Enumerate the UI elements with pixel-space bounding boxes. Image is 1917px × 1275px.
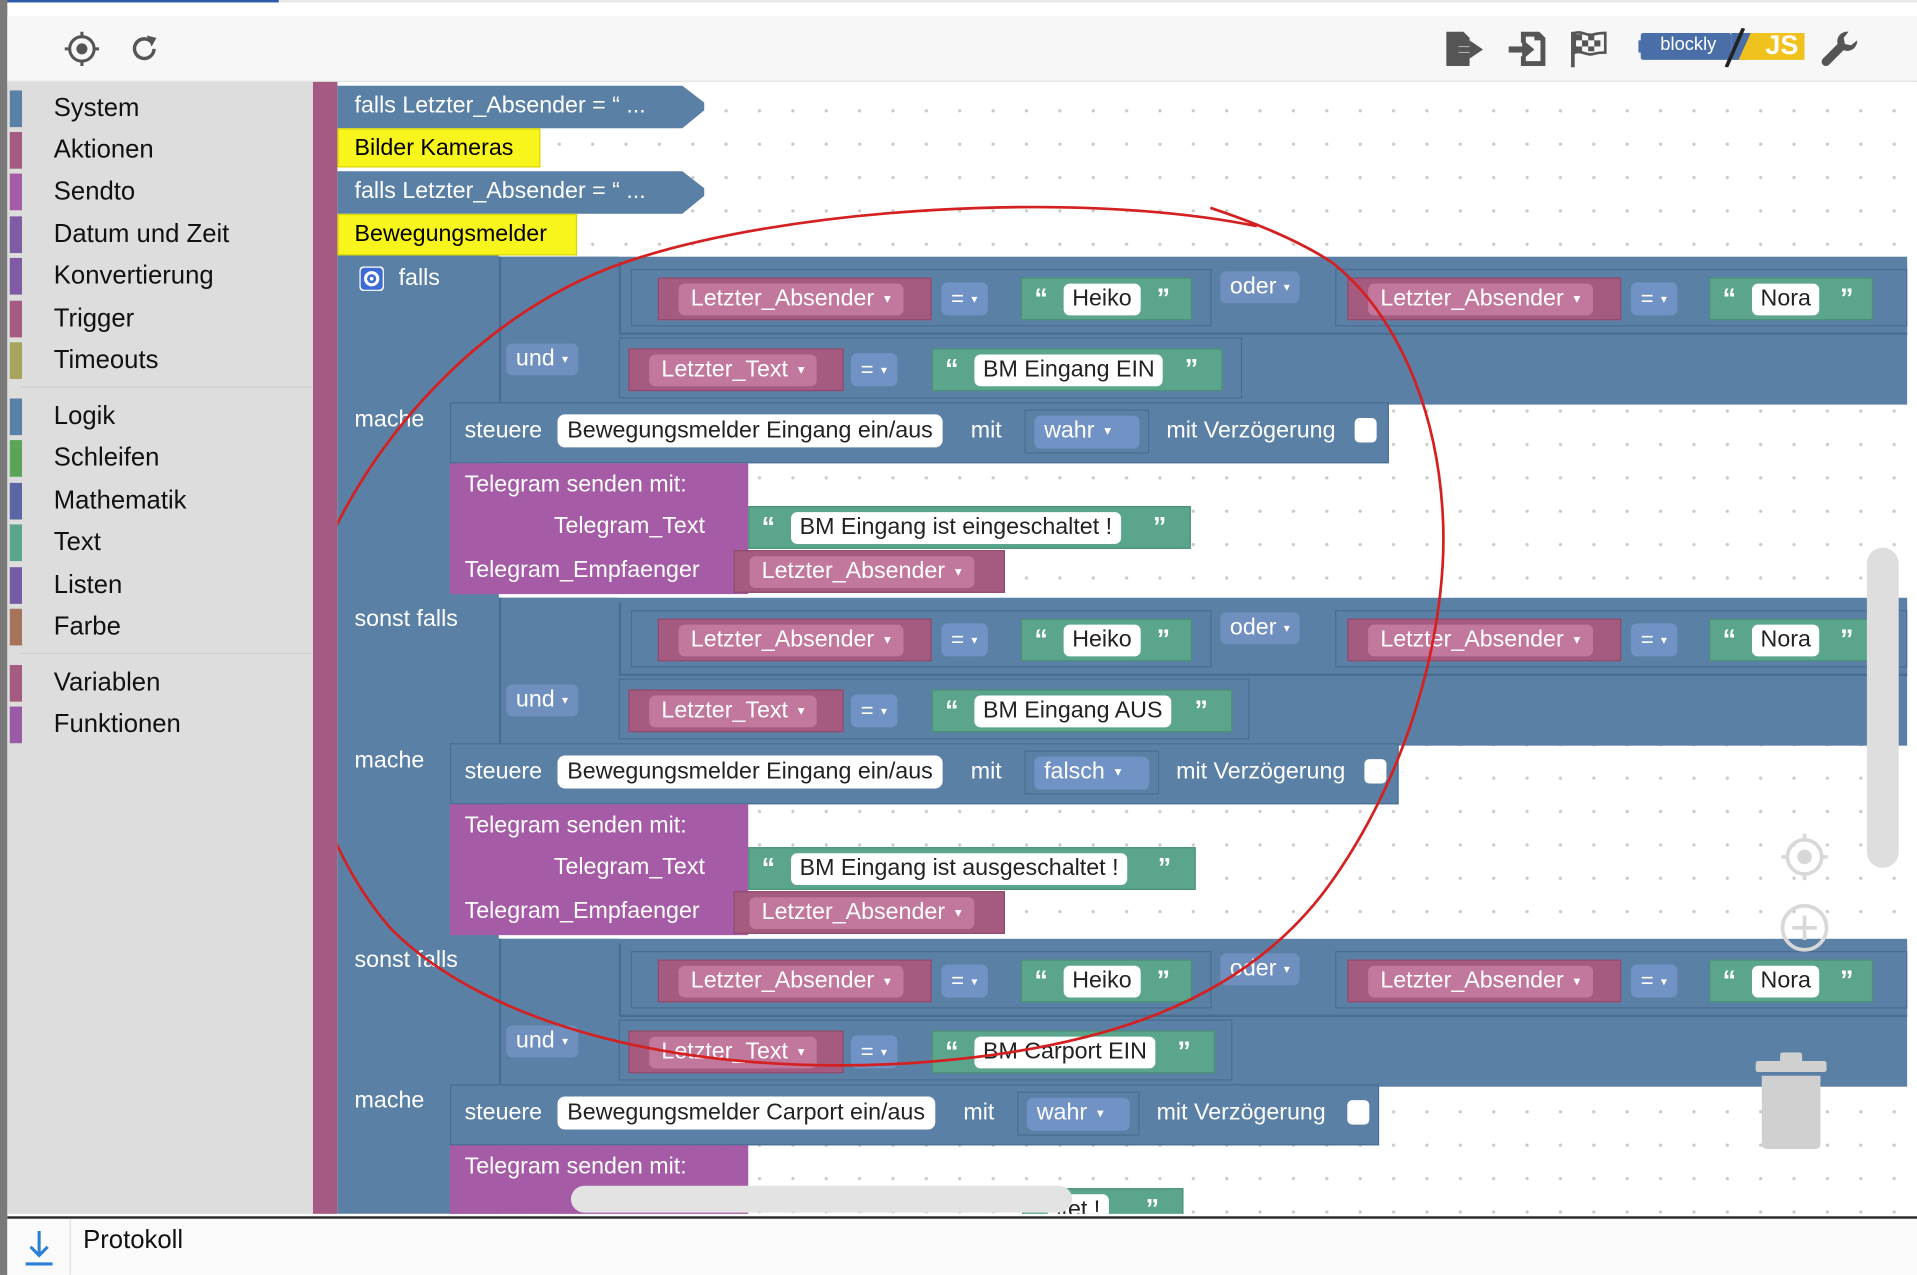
download-arrow-icon[interactable] [7, 1218, 71, 1275]
equals-dropdown[interactable]: =▾ [850, 694, 897, 728]
trash-can-icon[interactable] [1753, 1049, 1829, 1152]
log-panel-label: Protokoll [83, 1226, 184, 1255]
refresh-icon[interactable] [123, 28, 165, 70]
top-accent-line [0, 0, 1917, 3]
string-nora[interactable]: “Nora” [1709, 959, 1874, 1003]
equals-dropdown[interactable]: =▾ [941, 282, 988, 316]
blockly-js-toggle[interactable]: blockly JS [1638, 27, 1805, 68]
or-dropdown[interactable]: oder▾ [1220, 953, 1300, 986]
category-funktionen[interactable]: Funktionen [7, 704, 313, 746]
left-edge-bar [0, 0, 8, 1275]
checkered-flag-icon[interactable] [1567, 28, 1609, 70]
delay-checkbox[interactable] [1354, 418, 1377, 443]
toolbox-flyout-edge [312, 81, 338, 1214]
category-timeouts[interactable]: Timeouts [7, 340, 313, 382]
state-dropdown[interactable]: falsch▾ [1034, 756, 1150, 790]
category-variablen[interactable]: Variablen [7, 663, 313, 705]
variable-letzter-text[interactable]: Letzter_Text▾ [628, 348, 844, 392]
string-nora[interactable]: “Nora” [1709, 277, 1874, 321]
category-schleifen[interactable]: Schleifen [7, 438, 313, 480]
equals-dropdown[interactable]: =▾ [941, 623, 988, 657]
string-text-value[interactable]: “BM Carport EIN” [931, 1030, 1216, 1074]
category-aktionen[interactable]: Aktionen [7, 130, 313, 172]
log-panel-bar[interactable]: Protokoll [7, 1216, 1917, 1275]
crosshair-icon[interactable] [61, 28, 103, 70]
equals-dropdown[interactable]: =▾ [1630, 282, 1677, 316]
string-text-value[interactable]: “BM Eingang AUS” [931, 689, 1233, 733]
or-dropdown[interactable]: oder▾ [1220, 612, 1300, 645]
string-heiko[interactable]: “Heiko” [1020, 959, 1193, 1003]
category-listen[interactable]: Listen [7, 565, 313, 607]
equals-dropdown[interactable]: =▾ [850, 353, 897, 387]
category-konvertierung[interactable]: Konvertierung [7, 255, 313, 297]
and-dropdown[interactable]: und▾ [506, 684, 578, 717]
blockly-workspace[interactable]: falls Letzter_Absender = “ ... Bilder Ka… [337, 81, 1908, 1214]
category-farbe[interactable]: Farbe [7, 606, 313, 648]
wrench-icon[interactable] [1819, 28, 1861, 70]
red-annotation-circle [337, 205, 1445, 1067]
device-field[interactable]: Bewegungsmelder Eingang ein/aus [557, 755, 943, 789]
category-trigger[interactable]: Trigger [7, 298, 313, 340]
variable-letzter-absender[interactable]: Letzter_Absender▾ [1347, 277, 1622, 321]
variable-letzter-absender[interactable]: Letzter_Absender▾ [657, 618, 932, 662]
category-mathematik[interactable]: Mathematik [7, 480, 313, 522]
device-field[interactable]: Bewegungsmelder Carport ein/aus [557, 1096, 935, 1130]
telegram-send-block[interactable] [449, 463, 749, 595]
string-heiko[interactable]: “Heiko” [1020, 277, 1193, 321]
variable-letzter-text[interactable]: Letzter_Text▾ [628, 1030, 844, 1074]
category-datum-und-zeit[interactable]: Datum und Zeit [7, 214, 313, 256]
toolbox-separator [19, 386, 313, 388]
comment-bilder-kameras[interactable]: Bilder Kameras [337, 128, 541, 168]
string-message[interactable]: “BM Eingang ist ausgeschaltet !” [748, 847, 1196, 890]
equals-dropdown[interactable]: =▾ [1630, 623, 1677, 657]
variable-letzter-absender[interactable]: Letzter_Absender▾ [1347, 618, 1622, 662]
delay-checkbox[interactable] [1364, 759, 1387, 784]
keyword-sonst-falls: sonst falls [354, 606, 458, 632]
center-view-icon[interactable] [1779, 831, 1830, 882]
equals-dropdown[interactable]: =▾ [1630, 964, 1677, 998]
string-text-value[interactable]: “BM Eingang EIN” [931, 348, 1223, 392]
category-logik[interactable]: Logik [7, 396, 313, 438]
string-message[interactable]: “BM Eingang ist eingeschaltet !” [748, 506, 1191, 549]
toolbox-separator [19, 652, 313, 654]
editor-toolbar: blockly JS [7, 15, 1917, 82]
comment-bewegungsmelder[interactable]: Bewegungsmelder [337, 213, 578, 256]
js-label: JS [1765, 29, 1799, 60]
keyword-mache: mache [354, 1087, 425, 1114]
equals-dropdown[interactable]: =▾ [850, 1035, 897, 1069]
import-icon[interactable] [1506, 28, 1548, 70]
variable-letzter-text[interactable]: Letzter_Text▾ [628, 689, 844, 733]
keyword-falls: falls [398, 265, 440, 291]
variable-letzter-absender[interactable]: Letzter_Absender▾ [657, 277, 932, 321]
or-dropdown[interactable]: oder▾ [1220, 271, 1300, 304]
and-dropdown[interactable]: und▾ [506, 343, 578, 376]
variable-letzter-absender[interactable]: Letzter_Absender▾ [733, 891, 1005, 934]
string-heiko[interactable]: “Heiko” [1020, 618, 1193, 662]
state-dropdown[interactable]: wahr▾ [1026, 1097, 1130, 1131]
string-nora[interactable]: “Nora” [1709, 618, 1874, 662]
blockly-label: blockly [1660, 34, 1717, 56]
variable-letzter-absender[interactable]: Letzter_Absender▾ [1347, 959, 1622, 1003]
horizontal-scrollbar[interactable] [570, 1185, 1073, 1213]
variable-letzter-absender[interactable]: Letzter_Absender▾ [733, 550, 1005, 593]
equals-dropdown[interactable]: =▾ [941, 964, 988, 998]
category-system[interactable]: System [7, 88, 313, 130]
state-dropdown[interactable]: wahr▾ [1034, 415, 1140, 449]
category-text[interactable]: Text [7, 522, 313, 564]
delay-checkbox[interactable] [1347, 1100, 1370, 1125]
collapsed-if-block[interactable]: falls Letzter_Absender = “ ... [337, 85, 705, 129]
export-icon[interactable] [1443, 28, 1485, 70]
zoom-in-icon[interactable] [1779, 902, 1830, 953]
collapsed-if-block[interactable]: falls Letzter_Absender = “ ... [337, 171, 705, 214]
device-field[interactable]: Bewegungsmelder Eingang ein/aus [557, 414, 943, 448]
and-dropdown[interactable]: und▾ [506, 1025, 578, 1058]
telegram-send-block[interactable] [449, 804, 749, 936]
variable-letzter-absender[interactable]: Letzter_Absender▾ [657, 959, 932, 1003]
mutator-gear-icon[interactable] [359, 266, 384, 291]
toolbox: System Aktionen Sendto Datum und Zeit Ko… [7, 81, 313, 1214]
vertical-scrollbar[interactable] [1866, 547, 1899, 868]
keyword-mache: mache [354, 748, 425, 774]
category-sendto[interactable]: Sendto [7, 171, 313, 213]
